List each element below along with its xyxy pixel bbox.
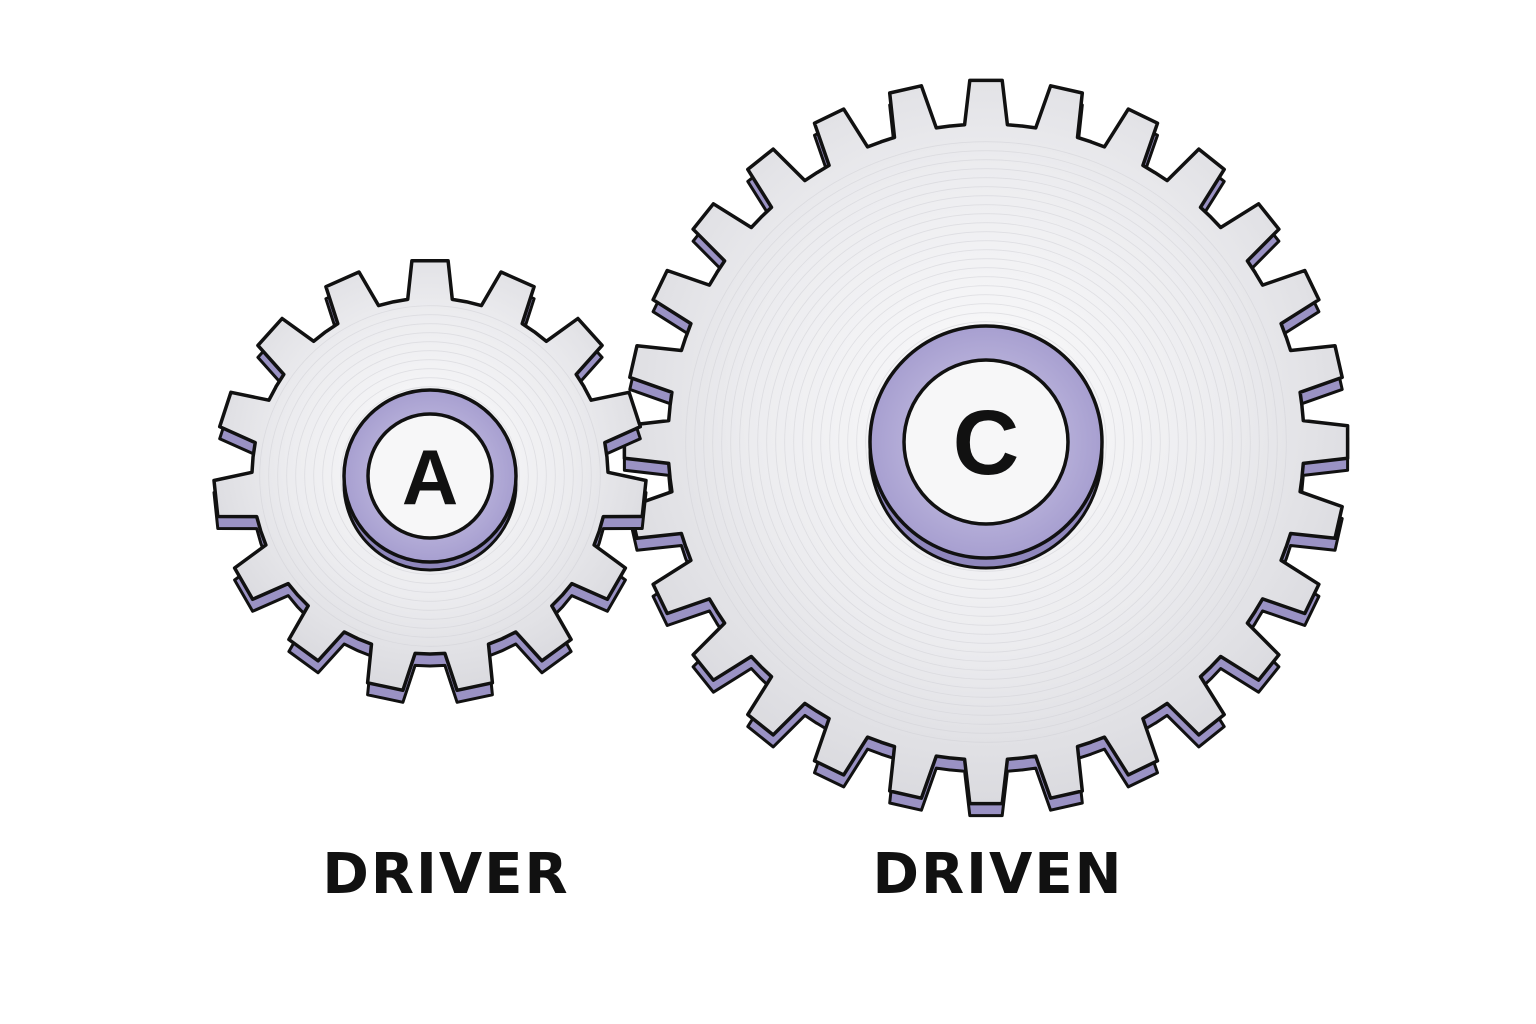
brushed-metal-ring [730, 186, 1242, 698]
brushed-metal-ring [739, 195, 1233, 689]
brushed-metal-ring [748, 204, 1224, 680]
brushed-metal-ring [784, 240, 1188, 644]
brushed-metal-ring [757, 213, 1215, 671]
brushed-metal-ring [838, 294, 1134, 590]
brushed-metal-ring [721, 177, 1251, 707]
brushed-metal-ring [322, 368, 538, 584]
brushed-metal-ring [313, 359, 547, 593]
brushed-metal-ring [829, 285, 1143, 599]
brushed-metal-ring [856, 312, 1116, 572]
gear-c-hub-center [902, 358, 1070, 526]
gear-a-caption: DRIVER [322, 842, 569, 907]
gear-a-hub-center [366, 412, 494, 540]
brushed-metal-ring [793, 249, 1179, 635]
brushed-metal-ring [802, 258, 1170, 626]
brushed-metal-ring [304, 350, 556, 602]
brushed-metal-ring [703, 159, 1269, 725]
brushed-metal-ring [685, 141, 1287, 743]
gear-c: C [622, 78, 1350, 818]
brushed-metal-ring [712, 168, 1260, 716]
brushed-metal-ring [277, 323, 583, 629]
brushed-metal-ring [259, 305, 601, 647]
gear-c-letter: C [953, 392, 1019, 494]
brushed-metal-ring [766, 222, 1206, 662]
gear-a-letter: A [402, 433, 458, 521]
gear-a: A [212, 259, 648, 704]
brushed-metal-ring [820, 276, 1152, 608]
brushed-metal-ring [811, 267, 1161, 617]
brushed-metal-ring [694, 150, 1278, 734]
brushed-metal-ring [847, 303, 1125, 581]
brushed-metal-ring [295, 341, 565, 611]
brushed-metal-ring [331, 377, 529, 575]
gear-c-brushed-rings [685, 141, 1287, 743]
brushed-metal-ring [268, 314, 592, 638]
brushed-metal-ring [775, 231, 1197, 653]
gear-c-caption: DRIVEN [873, 842, 1124, 907]
brushed-metal-ring [286, 332, 574, 620]
